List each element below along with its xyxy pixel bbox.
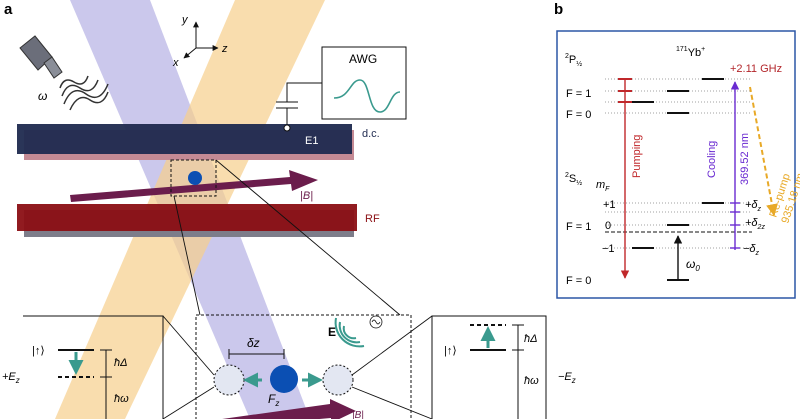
inset-left-up-state: |↑⟩ (32, 345, 45, 357)
s-f0-label: F = 0 (566, 275, 591, 287)
inset-left-plus-ez: +Ez (2, 371, 20, 385)
zoom-line-left (173, 195, 201, 316)
mf-label: mF (596, 179, 610, 193)
rf-electrode (17, 204, 357, 231)
microwave-horn-icon (19, 35, 63, 79)
panel-b-letter: b (554, 1, 563, 18)
zoom-box (195, 314, 412, 419)
repump-arrow (749, 86, 778, 217)
p-levels (632, 78, 724, 114)
b-field-label: |B| (300, 190, 313, 202)
axis-z-label: z (221, 43, 228, 55)
ion-position-right (322, 364, 354, 396)
rf-label: RF (365, 213, 380, 225)
ion-region-box (170, 159, 217, 197)
e1-label: E1 (305, 135, 318, 147)
species-label: 171Yb+ (676, 46, 705, 59)
cooling-label: Cooling (706, 141, 718, 178)
inset-right-hdelta: ħΔ (524, 333, 538, 345)
p-state-label: 2P½ (565, 53, 582, 68)
mf-plus1-label: +1 (603, 199, 616, 211)
inset-left-homega: ħω (114, 393, 129, 405)
coordinate-axes (183, 21, 219, 59)
delta-minus-label: −δz (743, 243, 760, 257)
zoom-line-right (215, 159, 401, 316)
ion-position-left (213, 364, 245, 396)
omega0-label: ω0 (686, 257, 700, 273)
delta-2z-label: +δ2z (745, 217, 765, 231)
inset-right-connector-top (351, 315, 433, 376)
inset-right-connector-bottom (351, 386, 433, 419)
awg-waveform (333, 79, 401, 113)
b-field-label-lower: |B| (352, 410, 364, 419)
dc-label: d.c. (362, 128, 380, 140)
cooling-ticks (730, 202, 740, 249)
p-f0-label: F = 0 (566, 109, 591, 121)
inset-left-connector-top (162, 315, 215, 376)
omega-label: ω (38, 89, 47, 103)
p-f1-label: F = 1 (566, 88, 591, 100)
axis-y-label: y (181, 14, 189, 26)
delta-plus-label: +δz (745, 199, 762, 213)
e-field-label: E (328, 325, 336, 339)
inset-right-minus-ez: −Ez (558, 371, 576, 385)
pumping-label: Pumping (631, 135, 643, 178)
cooling-nm-label: 369.52 nm (739, 133, 751, 185)
ghz-label: +2.11 GHz (730, 63, 782, 75)
fz-label: Fz (268, 392, 279, 408)
mf-minus1-label: −1 (602, 243, 615, 255)
inset-left-connector-bottom (162, 386, 215, 419)
inset-right-homega: ħω (524, 375, 539, 387)
b-field-arrow (70, 170, 318, 202)
dc-electrode (17, 124, 352, 154)
b-field-arrow-lower (222, 399, 356, 419)
ion-center (270, 365, 298, 393)
trapped-ion (188, 171, 202, 185)
inset-left-hdelta: ħΔ (114, 357, 128, 369)
microwave-waves-icon (59, 75, 109, 111)
s-f1-label: F = 1 (566, 221, 591, 233)
dz-label: δz (247, 336, 260, 350)
mf-0-label: 0 (605, 220, 611, 232)
inset-right-box (431, 315, 547, 419)
level-diagram-frame (556, 30, 796, 299)
s-levels (632, 202, 724, 281)
e-field-waves-icon (334, 315, 383, 348)
capacitor-wiring (276, 82, 322, 132)
inset-right-up-state: |↑⟩ (444, 345, 457, 357)
s-state-label: 2S½ (565, 172, 582, 187)
axis-x-label: x (172, 57, 179, 69)
panel-a-letter: a (4, 1, 13, 18)
awg-label: AWG (349, 52, 377, 66)
